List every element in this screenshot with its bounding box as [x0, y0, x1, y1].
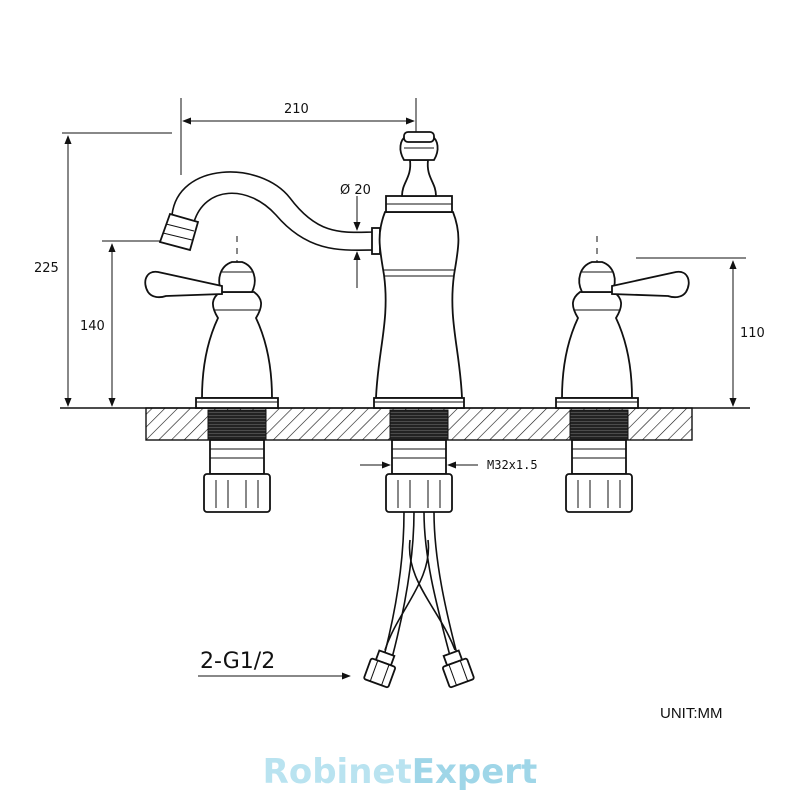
dim-diameter-label: Ø 20 — [340, 183, 371, 198]
right-shank — [565, 409, 633, 513]
dimension-thread-m32: M32x1.5 — [360, 458, 538, 472]
left-shank — [203, 409, 271, 513]
watermark-part1: Robinet — [262, 752, 412, 792]
connection-label: 2-G1/2 — [200, 649, 275, 674]
spout — [158, 171, 381, 255]
dim-thread-label: M32x1.5 — [487, 458, 538, 472]
right-handle — [555, 236, 690, 409]
dim-reach-label: 210 — [284, 102, 309, 117]
dimension-reach-210: 210 — [180, 98, 417, 175]
watermark-logo: RobinetExpert — [0, 752, 800, 792]
dim-handle-height-label: 110 — [740, 326, 765, 341]
dimension-total-height-225: 225 — [34, 132, 172, 407]
dim-total-height-label: 225 — [34, 261, 59, 276]
left-handle — [144, 236, 279, 409]
spout-body — [373, 131, 465, 409]
dimension-handle-height-110: 110 — [636, 257, 765, 407]
connection-callout: 2-G1/2 — [198, 649, 351, 680]
unit-label: UNIT:MM — [660, 705, 723, 722]
center-shank — [385, 409, 453, 513]
watermark-part2: Expert — [411, 752, 538, 792]
dimension-spout-height-140: 140 — [80, 240, 160, 407]
flexible-hoses — [363, 511, 475, 689]
dimension-diameter-20: Ø 20 — [340, 183, 371, 288]
dim-spout-height-label: 140 — [80, 319, 105, 334]
